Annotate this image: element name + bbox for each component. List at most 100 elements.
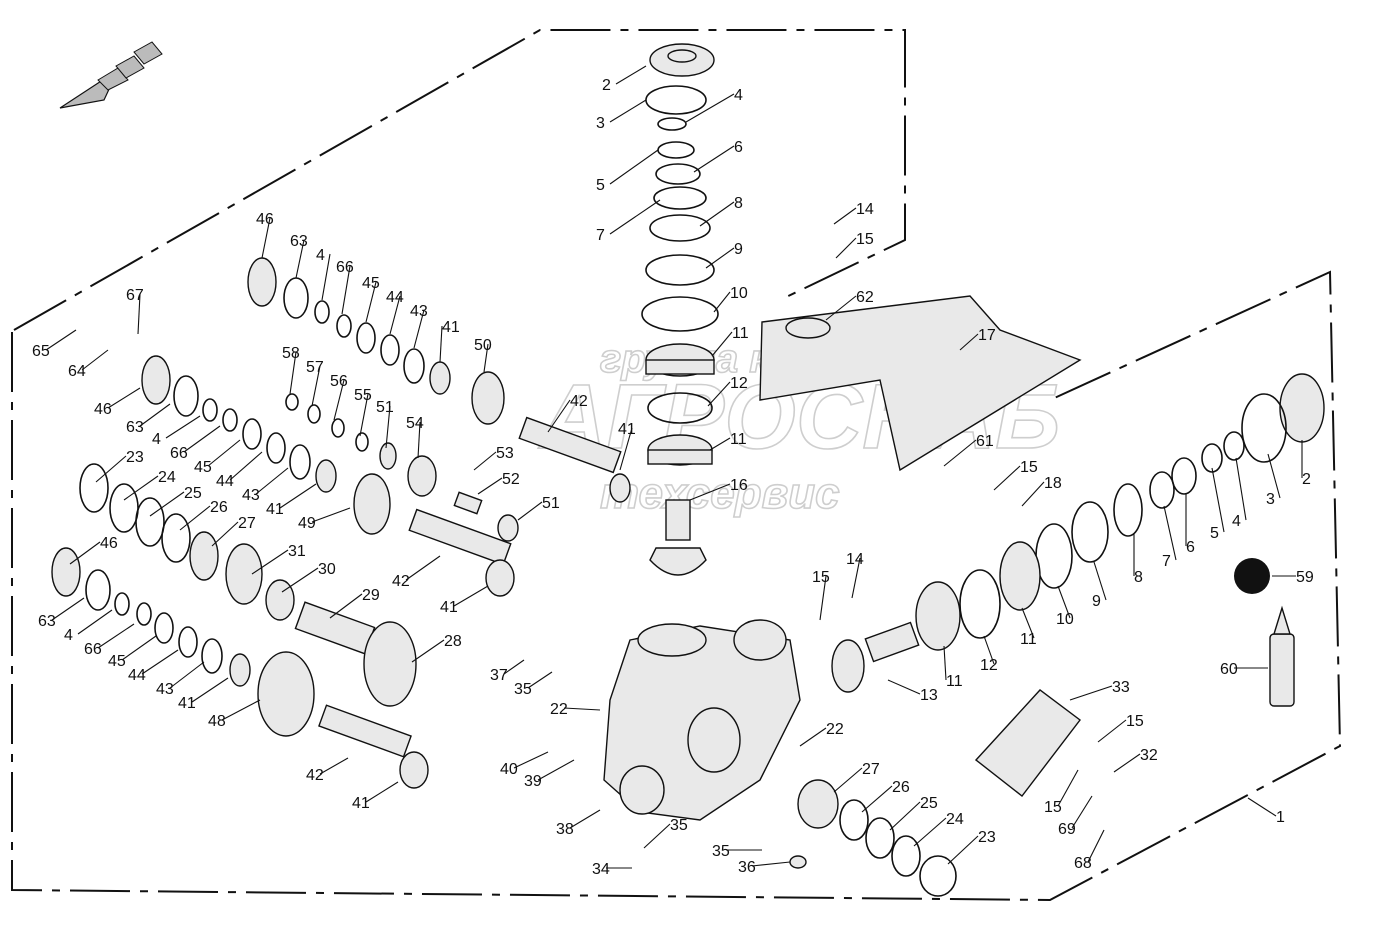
leader-line [417,421,421,459]
callout-label-64: 64 [68,363,86,380]
leader-line [255,467,289,495]
leader-line [77,609,113,635]
callout-label-36: 36 [738,859,756,876]
callout-label-46: 46 [100,535,118,552]
leader-line [405,555,441,581]
callout-label-51: 51 [376,399,394,416]
leader-line [137,293,141,335]
leader-line [913,817,947,847]
callout-labels: 2345678910111211161415621761151846634664… [32,65,1314,878]
watermark-line3: техсервис [600,469,840,518]
leader-line [165,415,201,439]
callout-label-45: 45 [108,653,126,670]
leader-line [365,281,377,323]
leader-line [81,349,109,371]
leader-line [517,501,543,521]
callout-label-24: 24 [158,469,176,486]
callout-label-46: 46 [256,211,274,228]
callout-label-12: 12 [980,657,998,674]
leader-line [833,207,857,225]
callout-label-39: 39 [524,773,542,790]
callout-label-11: 11 [730,431,747,448]
callout-label-62: 62 [856,289,874,306]
callout-label-14: 14 [846,551,864,568]
boundary-left-upper [11,270,1342,902]
leader-line [713,291,731,313]
callout-label-14: 14 [856,201,874,218]
callout-label-42: 42 [570,393,588,410]
leader-line [889,801,921,831]
leader-line [751,861,791,867]
leader-line [179,505,211,531]
callout-label-22: 22 [550,701,568,718]
leader-line [799,727,827,747]
leader-line [1087,829,1105,863]
callout-label-65: 65 [32,343,50,360]
callout-label-63: 63 [38,613,56,630]
callout-label-4: 4 [64,627,73,644]
leader-line [359,393,369,437]
leader-line [693,145,735,173]
callout-label-15: 15 [856,231,874,248]
callout-label-66: 66 [170,445,188,462]
leader-line [609,199,661,235]
callout-label-67: 67 [126,287,144,304]
boundary-top-left [13,29,906,331]
leader-line [51,597,85,621]
callout-label-52: 52 [502,471,520,488]
callout-label-11: 11 [1020,631,1037,648]
callout-label-15: 15 [1044,799,1062,816]
leader-line [385,405,391,449]
leader-line [547,399,571,433]
leader-line [123,475,159,501]
leader-line [1267,453,1281,499]
callout-label-41: 41 [440,599,458,616]
callout-label-42: 42 [392,573,410,590]
leader-line [513,751,549,769]
leader-line [319,757,349,775]
callout-label-49: 49 [298,515,316,532]
callout-label-24: 24 [946,811,964,828]
callout-label-66: 66 [84,641,102,658]
leader-line [221,699,261,721]
leader-line [1021,481,1045,507]
callout-label-9: 9 [1092,593,1101,610]
callout-label-10: 10 [730,285,748,302]
leader-line [453,585,489,607]
callout-label-30: 30 [318,561,336,578]
callout-label-40: 40 [500,761,518,778]
callout-label-26: 26 [210,499,228,516]
callout-label-41: 41 [266,501,284,518]
leader-line [563,707,601,711]
leader-line [947,835,979,865]
callout-label-10: 10 [1056,611,1074,628]
leader-line [711,331,733,357]
callout-label-41: 41 [442,319,460,336]
leader-line [97,623,135,649]
callout-label-38: 38 [556,821,574,838]
callout-label-46: 46 [94,401,112,418]
callout-label-3: 3 [1266,491,1275,508]
leader-line [1071,795,1093,829]
leader-line [1069,685,1113,701]
leader-line [819,575,827,621]
callout-label-44: 44 [128,667,146,684]
leader-line [413,309,425,349]
callout-label-55: 55 [354,387,372,404]
leader-line [141,649,179,675]
callout-label-8: 8 [734,195,743,212]
leader-line [329,593,363,619]
callout-label-63: 63 [290,233,308,250]
leader-line [609,149,659,185]
leader-line [191,677,229,703]
callout-label-7: 7 [1162,553,1171,570]
upper-parts-row [141,257,631,597]
callout-label-18: 18 [1044,475,1062,492]
callout-label-6: 6 [734,139,743,156]
callout-label-58: 58 [282,345,300,362]
leader-line [993,465,1021,491]
callout-label-6: 6 [1186,539,1195,556]
leader-line [95,455,127,483]
callout-label-43: 43 [156,681,174,698]
